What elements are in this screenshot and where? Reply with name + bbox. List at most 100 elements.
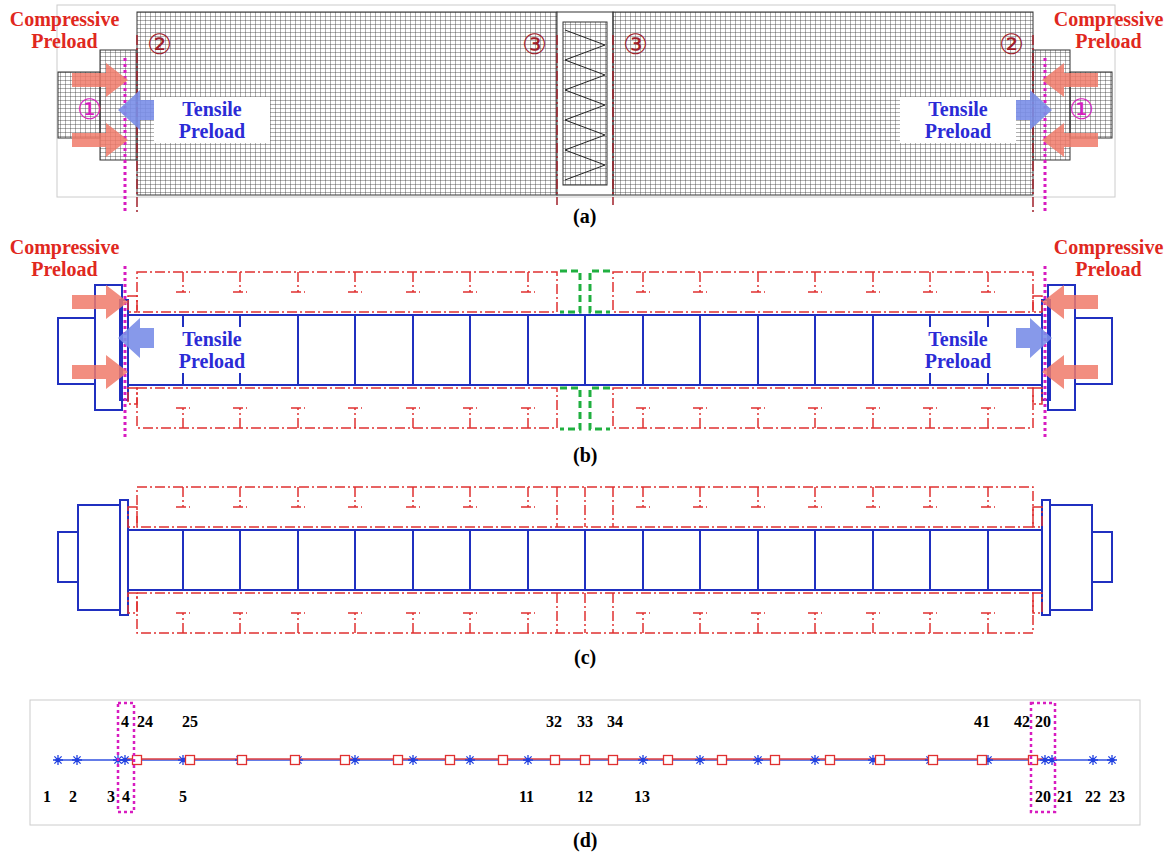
compressive-arrow xyxy=(72,63,128,97)
node-diagram xyxy=(718,756,727,765)
node-diagram xyxy=(876,756,885,765)
node-number: 4 xyxy=(122,788,130,806)
mesh-model xyxy=(557,12,613,195)
node-diagram xyxy=(826,756,835,765)
beam-model xyxy=(1042,500,1050,615)
node-diagram xyxy=(499,756,508,765)
node-diagram xyxy=(609,756,618,765)
shell-elements xyxy=(137,593,1033,633)
node-diagram xyxy=(72,755,82,765)
node-number: 25 xyxy=(182,713,198,731)
node-number: 21 xyxy=(1057,788,1073,806)
compressive-arrow xyxy=(72,123,128,157)
shell-elements xyxy=(1033,507,1042,527)
preload-plane xyxy=(125,58,1045,212)
callout-number: ② xyxy=(999,30,1024,61)
node-diagram xyxy=(238,756,247,765)
node-diagram xyxy=(53,755,63,765)
node-number: 4 xyxy=(121,713,129,731)
shell-elements xyxy=(128,507,137,527)
load-label: Compressive Preload xyxy=(1046,236,1171,280)
node-number: 13 xyxy=(634,788,650,806)
node-number: 22 xyxy=(1085,788,1101,806)
compressive-arrow xyxy=(72,63,1098,157)
mesh-model xyxy=(57,5,1115,197)
mesh-model xyxy=(563,22,607,185)
node-diagram xyxy=(394,756,403,765)
node-number: 23 xyxy=(1109,788,1125,806)
node-number: 41 xyxy=(974,713,990,731)
node-number: 5 xyxy=(179,788,187,806)
node-diagram xyxy=(291,756,300,765)
node-diagram xyxy=(1107,755,1117,765)
compressive-arrow xyxy=(72,355,128,389)
gap-element xyxy=(560,271,610,429)
panel-label: (d) xyxy=(573,829,597,851)
shell-elements xyxy=(176,487,995,527)
shell-elements xyxy=(128,296,137,312)
compressive-arrow xyxy=(1042,285,1098,319)
load-label: Compressive Preload xyxy=(1046,8,1171,52)
compressive-arrow xyxy=(1042,63,1098,97)
callout-number: ③ xyxy=(522,30,547,61)
node-diagram xyxy=(551,756,560,765)
node-diagram xyxy=(581,756,590,765)
beam-model xyxy=(1092,532,1112,582)
shell-elements xyxy=(137,272,557,312)
node-number: 24 xyxy=(137,713,153,731)
node-diagram xyxy=(638,755,648,765)
beam-model xyxy=(128,530,1042,590)
panel-label: (c) xyxy=(574,646,596,668)
node-diagram xyxy=(120,755,130,765)
panel-label: (b) xyxy=(573,444,597,466)
node-diagram xyxy=(753,755,763,765)
beam-model xyxy=(183,315,988,385)
preload-plane xyxy=(125,266,1045,440)
node-number: 1 xyxy=(43,788,51,806)
shell-elements xyxy=(128,487,1042,633)
beam-model xyxy=(128,315,1042,385)
node-diagram xyxy=(664,756,673,765)
node-number: 20 xyxy=(1035,713,1051,731)
shell-elements xyxy=(137,487,1033,527)
compressive-arrow xyxy=(72,285,128,319)
node-diagram xyxy=(695,755,705,765)
node-diagram xyxy=(341,756,350,765)
node-diagram xyxy=(465,755,475,765)
node-diagram xyxy=(408,755,418,765)
panel-label: (a) xyxy=(573,205,596,227)
node-diagram xyxy=(1088,755,1098,765)
mesh-model xyxy=(613,12,1033,195)
preload-plane xyxy=(118,703,1055,812)
shell-elements xyxy=(613,388,1033,428)
load-label: Tensile Preload xyxy=(154,97,270,143)
shell-elements xyxy=(128,388,137,404)
beam-model xyxy=(1050,505,1092,610)
shell-elements xyxy=(613,272,1033,312)
mesh-model xyxy=(57,5,1115,197)
node-number: 33 xyxy=(577,713,593,731)
node-number: 3 xyxy=(107,788,115,806)
callout-number: ① xyxy=(1069,95,1094,126)
beam-model xyxy=(58,285,1112,410)
callout-number: ③ xyxy=(623,30,648,61)
load-label: Tensile Preload xyxy=(900,327,1016,373)
shell-elements xyxy=(176,272,995,292)
region-line xyxy=(137,35,1033,212)
callout-number: ① xyxy=(77,95,102,126)
shell-elements xyxy=(137,388,557,428)
preload-plane xyxy=(125,58,1045,212)
node-number: 20 xyxy=(1035,788,1051,806)
node-number: 34 xyxy=(607,713,623,731)
gap-element xyxy=(560,271,610,312)
preload-plane xyxy=(125,266,1045,440)
shell-elements xyxy=(176,593,995,633)
load-label: Compressive Preload xyxy=(2,8,127,52)
beam-model xyxy=(78,505,120,610)
beam-model xyxy=(58,532,78,582)
node-diagram xyxy=(978,756,987,765)
shell-elements xyxy=(1033,388,1042,404)
compressive-arrow xyxy=(1042,123,1098,157)
beam-model xyxy=(183,530,988,590)
